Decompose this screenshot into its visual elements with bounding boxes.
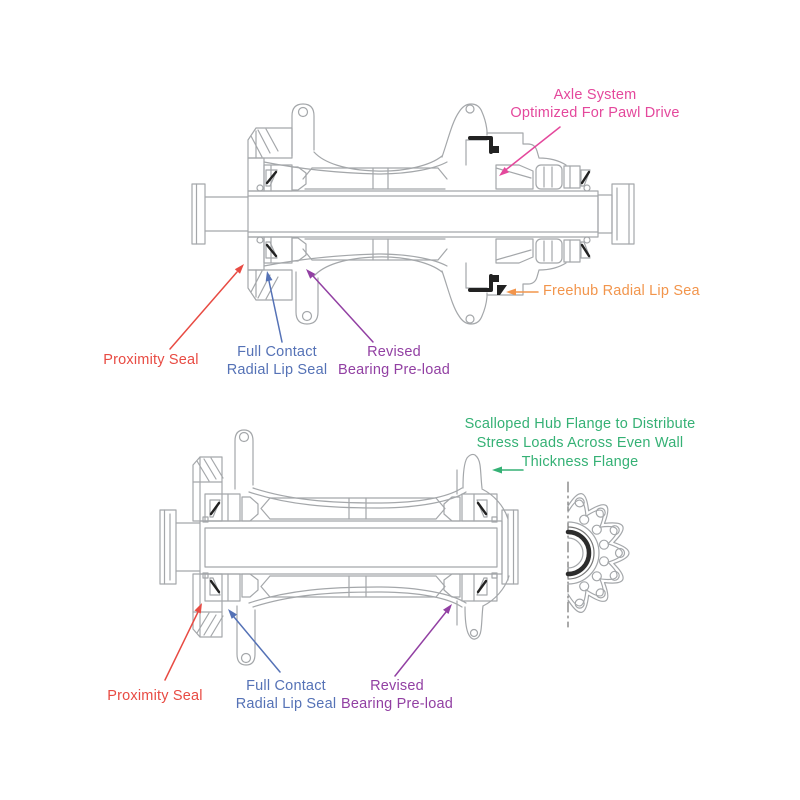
label-proximity-seal-front: Proximity Seal xyxy=(92,688,218,706)
leader-bearing-preload-front xyxy=(394,604,452,677)
bearing-right-lower xyxy=(461,573,498,602)
label-line: Revised xyxy=(370,678,424,694)
freehub-flange-lower xyxy=(441,270,488,325)
label-line: Bearing Pre-load xyxy=(337,361,450,378)
pawl-drive-area xyxy=(495,164,534,190)
axle-body xyxy=(247,190,599,238)
axle-end-cap-right xyxy=(611,183,635,245)
bearing-left-lower xyxy=(204,573,241,602)
label-full-contact-rear: Full Contact Radial Lip Seal xyxy=(214,344,340,379)
scalloped-flange-drawing xyxy=(565,481,630,628)
spoke-finger xyxy=(295,271,319,325)
leader-axle-system xyxy=(499,126,561,176)
front-hub-drawing xyxy=(159,429,519,666)
leader-scalloped-flange xyxy=(492,466,524,474)
label-line: Axle System xyxy=(553,87,637,103)
label-scalloped-flange: Scalloped Hub Flange to Distribute Stres… xyxy=(457,415,703,472)
spoke-finger xyxy=(291,103,315,157)
axle-end-cap-left xyxy=(159,509,177,585)
label-bearing-preload-rear: Revised Bearing Pre-load xyxy=(331,344,457,379)
bearing-left-upper xyxy=(204,493,241,522)
label-freehub-seal: Freehub Radial Lip Sea xyxy=(543,283,700,301)
label-line: Full Contact xyxy=(246,678,326,694)
label-line: Stress Loads Across Even Wall xyxy=(476,435,684,451)
label-line: Scalloped Hub Flange to Distribute xyxy=(464,416,696,432)
label-proximity-seal-rear: Proximity Seal xyxy=(88,352,214,370)
leader-proximity-seal-front xyxy=(164,603,202,681)
leader-full-contact-rear xyxy=(265,271,283,343)
label-bearing-preload-front: Revised Bearing Pre-load xyxy=(334,678,460,713)
label-full-contact-front: Full Contact Radial Lip Seal xyxy=(223,678,349,713)
bearing-left-upper xyxy=(263,164,293,192)
bearing-left-lower xyxy=(263,236,293,264)
scalloped-outline-inner xyxy=(567,499,623,607)
axle-end-cap-left xyxy=(191,183,206,245)
freehub-flange-upper xyxy=(441,103,488,158)
spoke-finger xyxy=(234,429,254,490)
axle-body xyxy=(199,520,503,575)
label-line: Full Contact xyxy=(237,344,317,360)
leader-full-contact-front xyxy=(228,609,281,673)
label-line: Radial Lip Seal xyxy=(226,361,328,378)
label-line: Proximity Seal xyxy=(107,688,203,704)
left-flange-lower xyxy=(247,269,293,301)
leader-proximity-seal-rear xyxy=(169,264,244,350)
spoke-finger xyxy=(236,605,256,666)
label-line: Freehub Radial Lip Sea xyxy=(543,283,700,299)
rear-hub-drawing xyxy=(191,103,635,325)
left-flange-lower xyxy=(192,573,223,638)
label-line: Radial Lip Seal xyxy=(235,695,337,712)
bearing-right-upper xyxy=(461,493,498,522)
scalloped-spoke-finger xyxy=(462,453,483,489)
label-line: Revised xyxy=(367,344,421,360)
label-line: Thickness Flange xyxy=(521,454,639,470)
label-axle-system: Axle System Optimized For Pawl Drive xyxy=(497,87,693,122)
spoke-finger xyxy=(464,605,484,640)
label-line: Bearing Pre-load xyxy=(340,695,453,712)
left-flange-upper xyxy=(192,456,223,522)
leader-bearing-preload-rear xyxy=(306,269,374,343)
leader-freehub-seal xyxy=(506,288,539,296)
label-line: Proximity Seal xyxy=(103,352,199,368)
scalloped-outline-outer xyxy=(567,493,630,613)
axle-end-cap-right xyxy=(501,509,519,585)
label-line: Optimized For Pawl Drive xyxy=(510,104,680,121)
freehub-lip-seal xyxy=(497,285,507,295)
